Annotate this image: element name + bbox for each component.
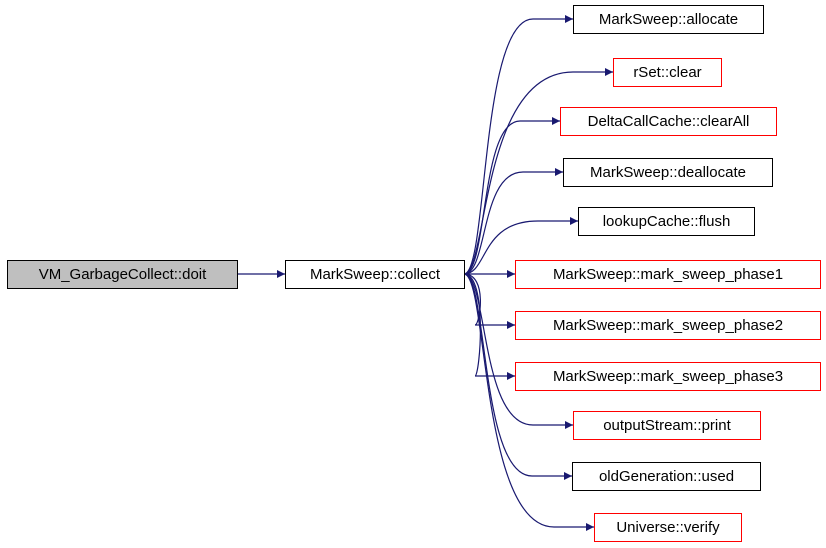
node-box[interactable] bbox=[563, 158, 773, 187]
node-rset_clear[interactable]: rSet::clear bbox=[613, 58, 722, 87]
node-ms_deallocate[interactable]: MarkSweep::deallocate bbox=[563, 158, 773, 187]
edge-ms_collect-to-rset_clear bbox=[463, 68, 613, 275]
node-box[interactable] bbox=[613, 58, 722, 87]
edge-ms_collect-to-ms_deallocate bbox=[463, 168, 563, 275]
node-label: oldGeneration::used bbox=[599, 468, 734, 485]
node-box[interactable] bbox=[515, 311, 821, 340]
node-lc_flush[interactable]: lookupCache::flush bbox=[578, 207, 755, 236]
node-box[interactable] bbox=[573, 411, 761, 440]
node-label: MarkSweep::deallocate bbox=[590, 164, 746, 181]
node-label: VM_GarbageCollect::doit bbox=[39, 266, 207, 283]
node-ms_allocate[interactable]: MarkSweep::allocate bbox=[573, 5, 764, 34]
node-box[interactable] bbox=[578, 207, 755, 236]
node-box[interactable] bbox=[573, 5, 764, 34]
node-box[interactable] bbox=[572, 462, 761, 491]
edge-ms_collect-to-lc_flush bbox=[463, 217, 578, 275]
node-ms_collect[interactable]: MarkSweep::collect bbox=[285, 260, 465, 289]
nodes-layer: VM_GarbageCollect::doit MarkSweep::collec… bbox=[7, 5, 821, 542]
node-label: DeltaCallCache::clearAll bbox=[588, 113, 750, 130]
node-ms_phase1[interactable]: MarkSweep::mark_sweep_phase1 bbox=[515, 260, 821, 289]
node-label: MarkSweep::mark_sweep_phase1 bbox=[553, 266, 783, 283]
edge-ms_collect-to-dcc_clearall bbox=[463, 117, 560, 275]
node-label: outputStream::print bbox=[603, 417, 731, 434]
edge-ms_collect-to-ms_phase2 bbox=[463, 273, 515, 329]
node-box[interactable] bbox=[285, 260, 465, 289]
node-ms_phase3[interactable]: MarkSweep::mark_sweep_phase3 bbox=[515, 362, 821, 391]
node-uni_verify[interactable]: Universe::verify bbox=[594, 513, 742, 542]
node-dcc_clearall[interactable]: DeltaCallCache::clearAll bbox=[560, 107, 777, 136]
node-og_used[interactable]: oldGeneration::used bbox=[572, 462, 761, 491]
node-label: rSet::clear bbox=[633, 64, 701, 81]
edge-ms_collect-to-os_print bbox=[463, 273, 573, 429]
node-os_print[interactable]: outputStream::print bbox=[573, 411, 761, 440]
node-label: MarkSweep::collect bbox=[310, 266, 441, 283]
node-ms_phase2[interactable]: MarkSweep::mark_sweep_phase2 bbox=[515, 311, 821, 340]
node-label: lookupCache::flush bbox=[603, 213, 731, 230]
node-label: MarkSweep::allocate bbox=[599, 11, 738, 28]
node-box[interactable] bbox=[515, 260, 821, 289]
node-label: MarkSweep::mark_sweep_phase2 bbox=[553, 317, 783, 334]
node-box[interactable] bbox=[7, 260, 238, 289]
edge-ms_collect-to-uni_verify bbox=[463, 273, 594, 531]
node-label: MarkSweep::mark_sweep_phase3 bbox=[553, 368, 783, 385]
edge-ms_collect-to-ms_allocate bbox=[463, 15, 573, 275]
node-vm_gc_doit[interactable]: VM_GarbageCollect::doit bbox=[7, 260, 238, 289]
node-box[interactable] bbox=[560, 107, 777, 136]
node-label: Universe::verify bbox=[616, 519, 720, 536]
edge-ms_collect-to-og_used bbox=[463, 273, 572, 480]
node-box[interactable] bbox=[594, 513, 742, 542]
edges-layer bbox=[237, 15, 613, 531]
node-box[interactable] bbox=[515, 362, 821, 391]
